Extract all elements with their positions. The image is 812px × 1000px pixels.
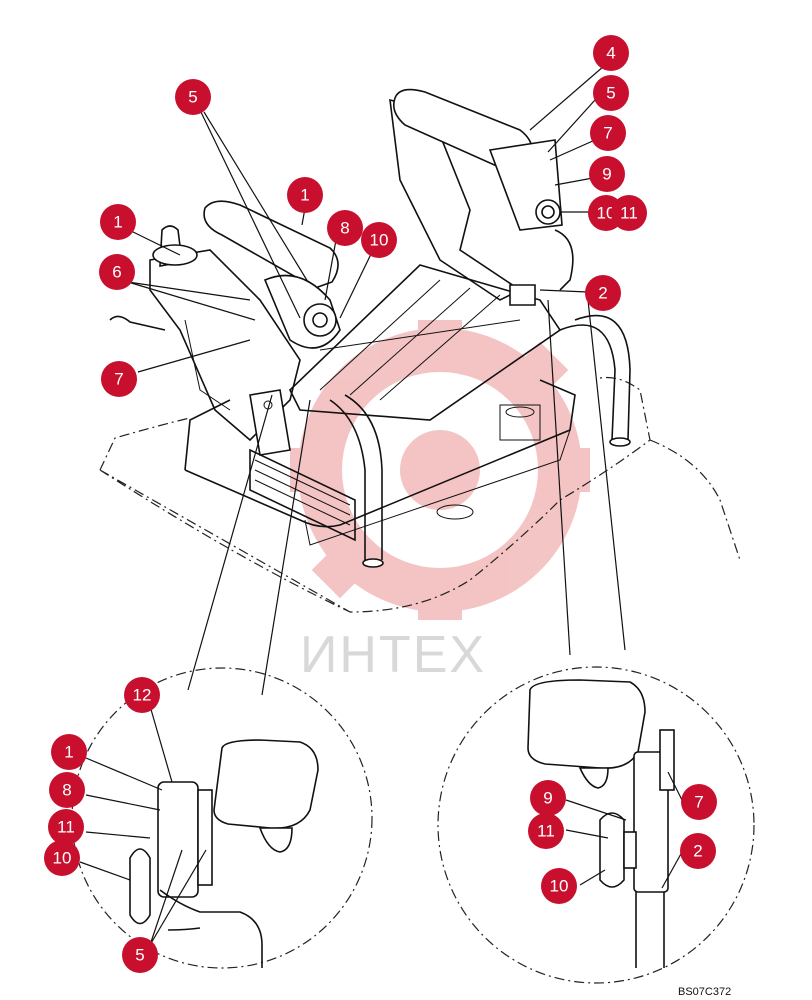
callout-4: 4 (593, 35, 629, 71)
svg-text:9: 9 (602, 165, 611, 184)
svg-text:5: 5 (606, 84, 615, 103)
callout-10: 10 (44, 840, 80, 876)
callout-2: 2 (585, 275, 621, 311)
svg-text:8: 8 (340, 219, 349, 238)
detail-left-armrest (213, 739, 319, 829)
callout-11: 11 (611, 195, 647, 231)
svg-text:1: 1 (64, 743, 73, 762)
floor-outline (99, 376, 741, 613)
svg-text:1: 1 (113, 213, 122, 232)
callout-2: 2 (680, 833, 716, 869)
callout-8: 8 (49, 772, 85, 808)
callout-1: 1 (287, 177, 323, 213)
detail-circle-left (71, 667, 373, 969)
detail-view-left (71, 394, 373, 969)
detail-left-plate (157, 781, 199, 898)
detail-circle-right (437, 666, 755, 984)
detail-right-knob (599, 812, 625, 888)
callout-10: 10 (361, 222, 397, 258)
svg-text:11: 11 (620, 204, 638, 223)
detail-right-armrest (527, 679, 646, 769)
svg-text:11: 11 (57, 818, 75, 837)
svg-text:12: 12 (133, 686, 152, 705)
svg-text:10: 10 (53, 849, 72, 868)
svg-text:2: 2 (598, 284, 607, 303)
callout-5: 5 (593, 75, 629, 111)
callout-11: 11 (48, 809, 84, 845)
svg-text:4: 4 (606, 44, 615, 63)
drawing-code: BS07C372 (678, 986, 731, 998)
svg-text:1: 1 (300, 186, 309, 205)
callout-9: 9 (530, 780, 566, 816)
svg-text:11: 11 (537, 822, 555, 841)
callout-11: 11 (528, 813, 564, 849)
svg-text:7: 7 (114, 370, 123, 389)
callout-10: 10 (541, 868, 577, 904)
watermark-text: ИНТЕХ (300, 626, 486, 684)
grille-panel (249, 448, 356, 542)
callout-6: 6 (99, 254, 135, 290)
detail-view-right (437, 299, 755, 984)
svg-text:9: 9 (543, 789, 552, 808)
svg-text:5: 5 (188, 88, 197, 107)
svg-text:6: 6 (112, 263, 121, 282)
callout-7: 7 (101, 361, 137, 397)
svg-text:5: 5 (135, 946, 144, 965)
svg-text:7: 7 (603, 124, 612, 143)
watermark-gear-logo (290, 320, 590, 620)
callout-12: 12 (124, 677, 160, 713)
callout-9: 9 (589, 156, 625, 192)
svg-text:8: 8 (62, 781, 71, 800)
svg-text:2: 2 (693, 842, 702, 861)
svg-text:10: 10 (370, 231, 389, 250)
leader-lines (79, 65, 683, 946)
callout-1: 1 (51, 734, 87, 770)
detail-left-knob (129, 848, 151, 925)
callout-7: 7 (681, 784, 717, 820)
svg-text:7: 7 (694, 793, 703, 812)
left-armrest-cushion (203, 200, 339, 289)
callout-5: 5 (175, 79, 211, 115)
svg-text:10: 10 (597, 204, 616, 223)
callout-5: 5 (122, 937, 158, 973)
svg-text:10: 10 (550, 877, 569, 896)
callout-1: 1 (100, 204, 136, 240)
callout-8: 8 (327, 210, 363, 246)
main-assembly (99, 88, 741, 613)
callouts: 5 1 1 8 10 6 7 4 5 7 9 10 11 2 12 1 8 11… (44, 35, 717, 973)
base-plate (184, 379, 576, 528)
callout-7: 7 (590, 115, 626, 151)
